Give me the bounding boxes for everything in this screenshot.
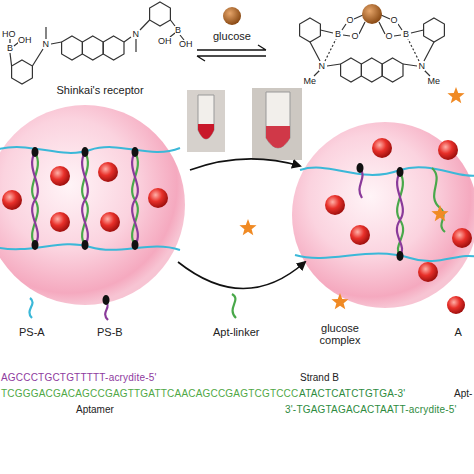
cargo-particles xyxy=(2,162,168,232)
strand-name: Strand B xyxy=(300,372,339,384)
dna-sequence: TCGGGACGACAGCCGAGTTGATTCAACAGCCGAGTCGTCC… xyxy=(1,388,298,400)
glucose-complex-star xyxy=(239,219,256,235)
atom-label: HO xyxy=(2,30,16,39)
crosslink xyxy=(132,147,139,250)
ring xyxy=(103,36,124,60)
atom-label: O xyxy=(391,16,398,25)
crosslink xyxy=(82,147,89,250)
apt-linker xyxy=(397,172,403,256)
particle xyxy=(325,195,345,215)
tube-liquid xyxy=(198,124,214,139)
atom-label: B xyxy=(335,30,341,39)
dna-sequence: ATACTCATCTGTGA-3' xyxy=(299,388,405,400)
atom-label: OH xyxy=(158,37,172,46)
hydrogel-sphere xyxy=(0,105,185,305)
anchor-dot xyxy=(357,163,364,173)
atom-label: N xyxy=(319,62,326,71)
particle xyxy=(438,140,458,160)
ps-a-strand xyxy=(0,244,180,250)
dna-sequence: AGCCCTGCTGTTTTT-acrydite-5' xyxy=(1,372,157,384)
structure-name: Shinkai's receptor xyxy=(57,84,144,97)
glucose-ball xyxy=(362,4,382,24)
particle xyxy=(452,228,472,248)
atom-label: O xyxy=(386,32,393,41)
atom-label: Me xyxy=(428,77,441,86)
ring xyxy=(361,58,382,82)
atom-label: B xyxy=(7,44,13,53)
legend-label: glucose complex xyxy=(313,322,367,347)
particle xyxy=(50,166,70,186)
atom-label: OH xyxy=(18,36,32,45)
atom-label: O xyxy=(347,16,354,25)
ps-a-strand xyxy=(0,147,180,153)
legend-sample xyxy=(29,298,32,318)
ring xyxy=(341,58,362,82)
atom-label: N xyxy=(133,30,140,39)
ring xyxy=(150,2,171,26)
legend-label: Apt-linker xyxy=(213,326,259,339)
crosslink xyxy=(32,147,39,250)
receptor-structure xyxy=(10,2,184,84)
particle xyxy=(350,225,370,245)
strand-name: Apt- xyxy=(454,388,472,400)
atom-label: OH xyxy=(179,40,193,49)
atom-label: N xyxy=(43,40,50,49)
legend-label: A xyxy=(455,326,462,339)
particle xyxy=(98,162,118,182)
ps-a-strand xyxy=(295,253,474,261)
tube-photo xyxy=(187,90,225,152)
equilibrium-arrows xyxy=(197,45,266,61)
particle xyxy=(100,212,120,232)
legend-label: PS-B xyxy=(97,326,123,339)
reagent-label: glucose xyxy=(213,30,251,43)
ring xyxy=(382,58,403,82)
atom-label: O xyxy=(352,32,359,41)
glucose-complex-star xyxy=(447,87,464,103)
process-arrow xyxy=(178,262,305,289)
particle xyxy=(148,188,168,208)
anchor-dot xyxy=(397,167,404,177)
tube-photo xyxy=(252,88,302,160)
bond-lines xyxy=(10,20,184,66)
tube-liquid xyxy=(266,126,290,148)
process-arrow xyxy=(190,159,300,170)
apt-linker xyxy=(432,168,445,232)
particle xyxy=(372,138,392,158)
legend-sample xyxy=(103,295,110,305)
legend-sample xyxy=(331,293,348,309)
complex-structure xyxy=(300,15,445,82)
ring xyxy=(82,36,103,60)
bond-lines xyxy=(310,15,434,76)
hydrogel-sphere xyxy=(292,122,474,308)
ring xyxy=(62,36,83,60)
tube xyxy=(198,95,214,139)
tube xyxy=(266,92,290,148)
particle xyxy=(418,262,438,282)
atom-label: N xyxy=(419,62,426,71)
anchor-dot xyxy=(397,251,404,261)
dative-bond xyxy=(325,39,419,61)
cargo-particles xyxy=(325,138,472,282)
glucose-ball xyxy=(223,7,241,25)
particle xyxy=(50,212,70,232)
particle xyxy=(2,190,22,210)
legend-sample xyxy=(447,296,465,314)
ring xyxy=(424,18,445,42)
legend-label: PS-A xyxy=(19,326,45,339)
ring xyxy=(300,18,321,42)
atom-label: B xyxy=(175,26,181,35)
ps-b-strand xyxy=(397,172,403,256)
atom-label: Me xyxy=(304,77,317,86)
ring xyxy=(12,60,33,84)
ps-a-strand xyxy=(300,167,474,176)
dna-sequence: 3'-TGAGTAGACACTAATT-acrydite-5' xyxy=(285,404,457,416)
legend-sample xyxy=(232,294,236,318)
region-label: Aptamer xyxy=(76,404,114,416)
glucose-complex-star xyxy=(431,205,448,221)
atom-label: B xyxy=(403,30,409,39)
